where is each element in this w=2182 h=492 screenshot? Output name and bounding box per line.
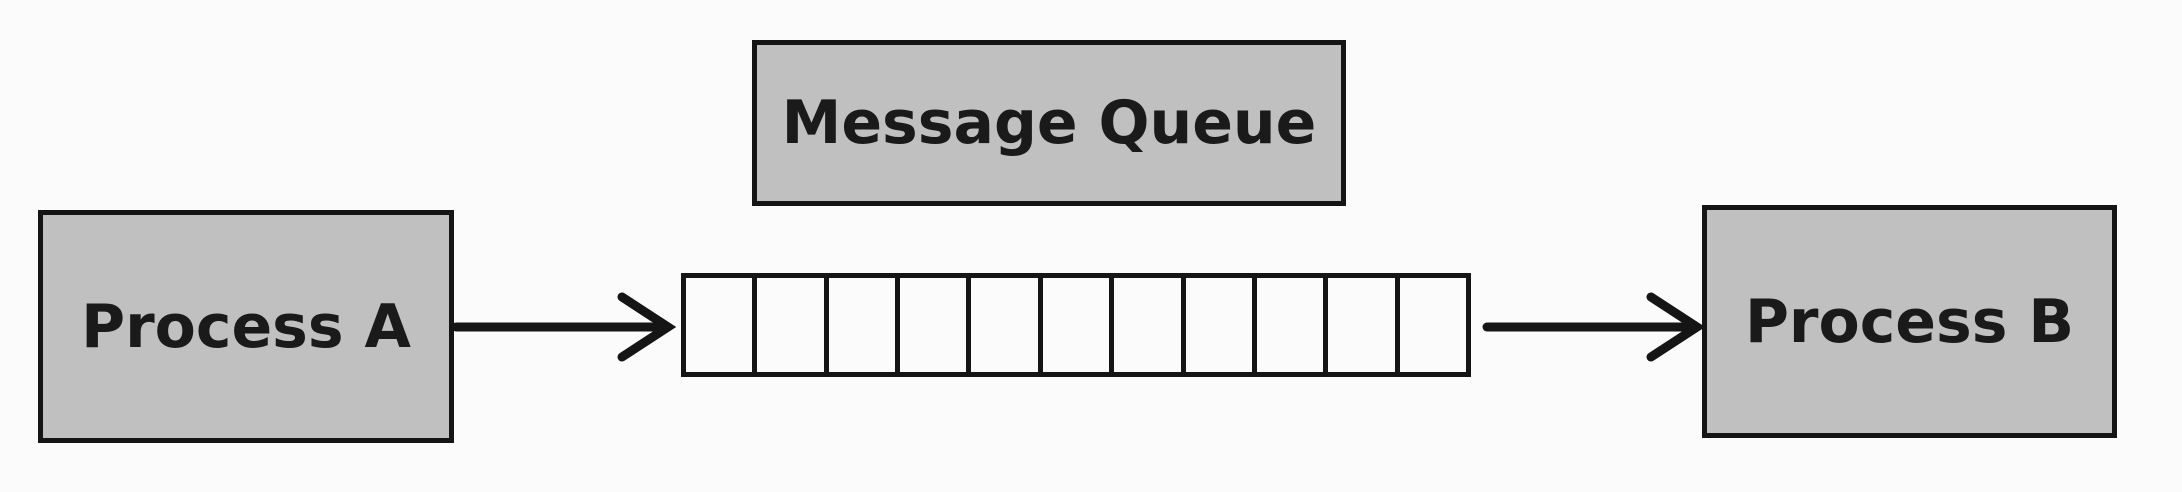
queue-buffer [681,273,1471,377]
queue-slot [686,278,758,372]
queue-slot [971,278,1043,372]
queue-slot [1114,278,1186,372]
arrow-a-to-queue-head [617,292,677,362]
arrow-queue-to-b [1482,292,1706,362]
queue-slot [1043,278,1115,372]
queue-slot [1186,278,1257,372]
process-a-box: Process A [38,210,454,443]
queue-slot [1400,278,1466,372]
arrow-queue-to-b-head [1646,292,1706,362]
queue-slot [757,278,829,372]
message-queue-title: Message Queue [781,88,1317,158]
arrow-a-to-queue [451,292,677,362]
message-queue-title-box: Message Queue [752,40,1346,206]
queue-slot [1328,278,1400,372]
queue-slot [1257,278,1329,372]
process-a-label: Process A [81,291,411,362]
queue-slot [900,278,972,372]
process-b-box: Process B [1702,205,2117,438]
process-b-label: Process B [1744,286,2075,357]
queue-slot [829,278,901,372]
